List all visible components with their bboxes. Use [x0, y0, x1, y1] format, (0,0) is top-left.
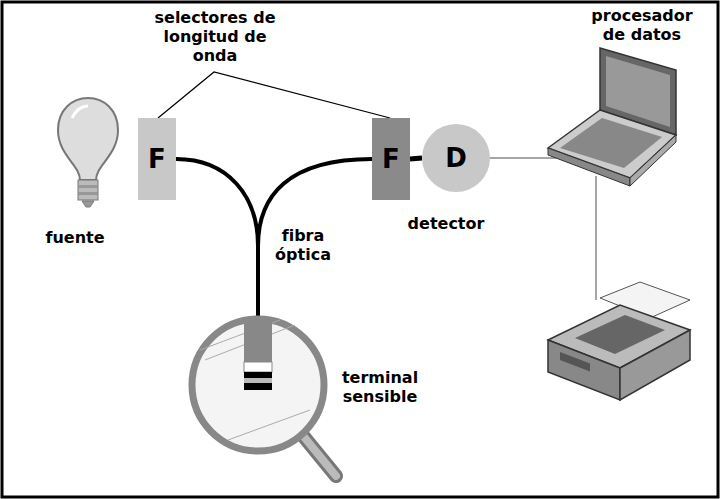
node-letter: D [445, 143, 467, 173]
fiber-stem [256, 244, 260, 318]
optical-fiber [176, 159, 372, 246]
fiber-coupling [410, 158, 422, 159]
part-label: terminal sensible [330, 368, 430, 406]
laptop [548, 48, 676, 186]
wire [595, 176, 597, 300]
part-label: fuente [30, 228, 120, 247]
part-label: procesador de datos [582, 6, 702, 44]
printer [548, 282, 690, 400]
leader-line [158, 72, 390, 118]
part-label: fibra óptica [268, 226, 338, 264]
light-bulb [58, 98, 118, 207]
wire [488, 157, 556, 159]
filter-box: F [138, 118, 176, 200]
filter-box: F [372, 118, 410, 200]
magnifier [192, 318, 336, 476]
part-label: selectores de longitud de onda [140, 8, 290, 65]
detector-circle: D [422, 124, 490, 192]
node-letter: F [148, 144, 166, 174]
node-letter: F [382, 144, 400, 174]
part-label: detector [396, 214, 496, 233]
